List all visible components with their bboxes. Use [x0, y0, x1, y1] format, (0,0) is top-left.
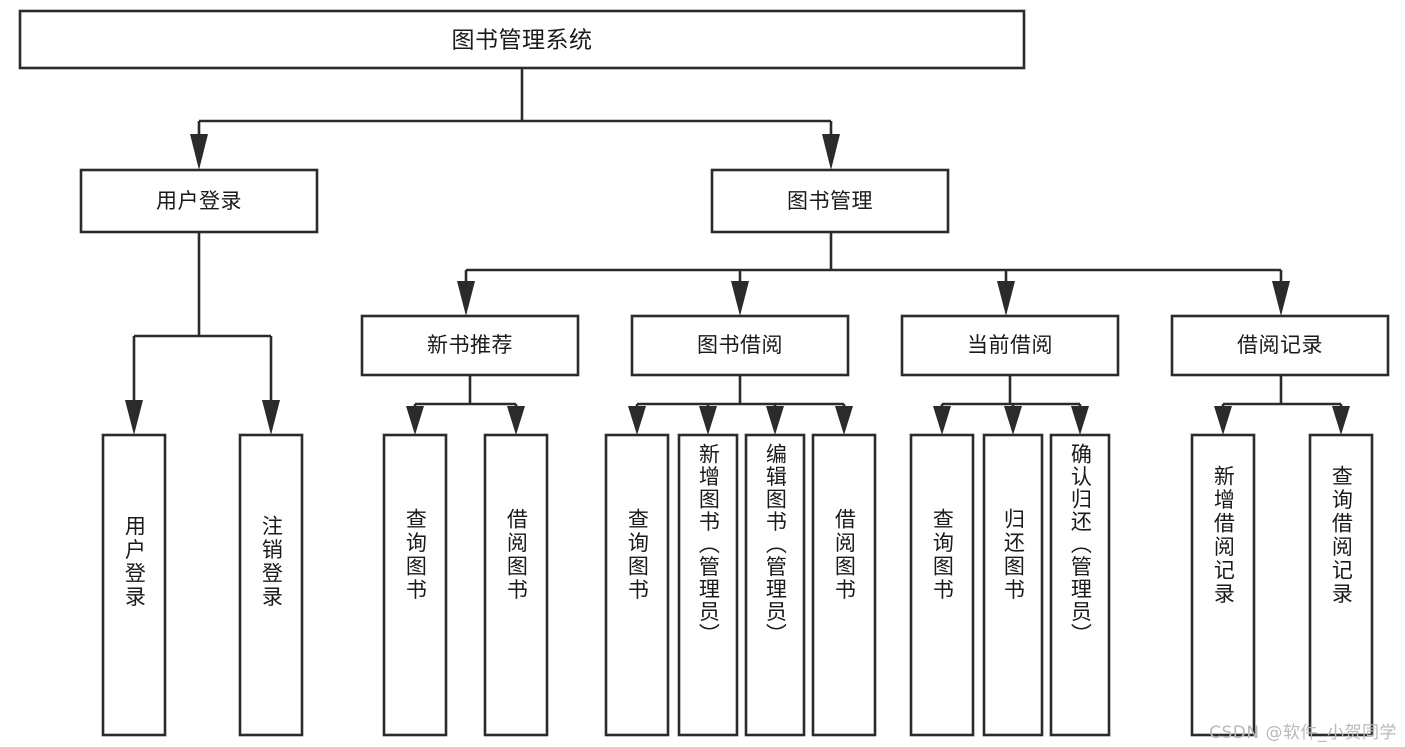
arrow-head-l-query-record [1332, 406, 1350, 435]
node-box-l-query-book-1[interactable] [382, 433, 448, 737]
node-label-current-borrow: 当前借阅 [967, 333, 1053, 357]
arrow-head-borrow-record [1272, 281, 1290, 316]
arrow-head-l-return-book [1004, 406, 1022, 435]
csdn-watermark: CSDN @软件_小贺同学 [1209, 723, 1397, 743]
node-label-book-borrow: 图书借阅 [697, 333, 783, 357]
node-box-new-book-rec[interactable] [360, 314, 580, 377]
node-label-user-login: 用户登录 [156, 189, 242, 213]
node-box-l-borrow-book-2[interactable] [811, 433, 877, 737]
node-box-l-edit-book[interactable] [744, 433, 806, 737]
node-box-l-borrow-book-1[interactable] [483, 433, 549, 737]
arrow-head-leaf-logout [262, 400, 280, 435]
node-box-leaf-logout[interactable] [238, 433, 304, 737]
arrow-head-l-confirm-return [1071, 406, 1089, 435]
arrow-head-l-query-book-3 [933, 406, 951, 435]
node-box-l-query-book-2[interactable] [604, 433, 670, 737]
node-box-user-login[interactable] [79, 168, 319, 234]
node-box-l-confirm-return[interactable] [1049, 433, 1111, 737]
node-box-l-add-record[interactable] [1190, 433, 1256, 737]
arrow-head-book-manage [822, 134, 840, 170]
node-box-current-borrow[interactable] [900, 314, 1120, 377]
arrow-head-user-login [190, 134, 208, 170]
arrow-head-l-edit-book [766, 406, 784, 435]
arrow-head-l-query-book-1 [406, 406, 424, 435]
node-box-l-query-book-3[interactable] [909, 433, 975, 737]
arrow-head-l-add-record [1214, 406, 1232, 435]
arrow-head-l-borrow-book-2 [835, 406, 853, 435]
arrow-head-l-add-book [699, 406, 717, 435]
arrow-head-l-query-book-2 [628, 406, 646, 435]
arrow-head-leaf-user-login [125, 400, 143, 435]
node-layer [18, 9, 1390, 737]
node-box-book-borrow[interactable] [630, 314, 850, 377]
node-box-l-query-record[interactable] [1308, 433, 1374, 737]
node-box-l-return-book[interactable] [982, 433, 1044, 737]
node-label-root: 图书管理系统 [452, 28, 593, 54]
arrow-head-book-borrow [731, 281, 749, 316]
arrow-head-new-book-rec [457, 281, 475, 316]
node-box-root[interactable] [18, 9, 1026, 70]
arrow-head-l-borrow-book-1 [507, 406, 525, 435]
node-box-book-manage[interactable] [710, 168, 950, 234]
arrow-head-current-borrow [997, 281, 1015, 316]
node-label-borrow-record: 借阅记录 [1237, 333, 1323, 357]
node-box-borrow-record[interactable] [1170, 314, 1390, 377]
node-label-new-book-rec: 新书推荐 [427, 333, 513, 357]
horizontal-label-layer: 图书管理系统 用户登录 图书管理 新书推荐 图书借阅 当前借阅 借阅记录 [156, 28, 1323, 358]
node-box-leaf-user-login[interactable] [101, 433, 167, 737]
node-box-l-add-book[interactable] [677, 433, 739, 737]
node-label-book-manage: 图书管理 [787, 189, 873, 213]
connector-layer [125, 68, 1350, 435]
